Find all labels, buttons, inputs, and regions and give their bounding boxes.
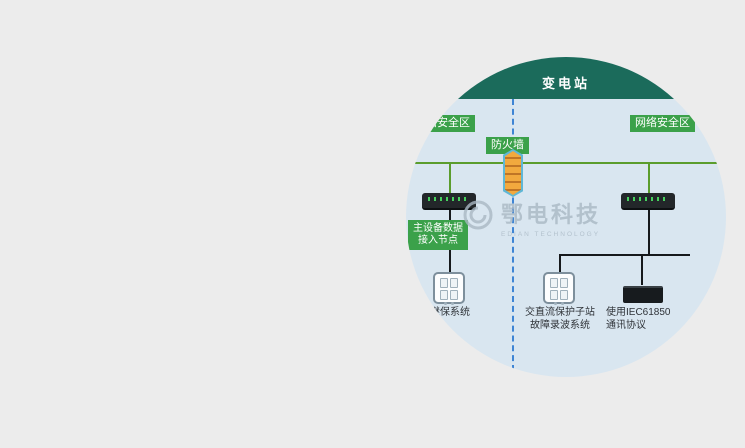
access-node-line2: 接入节点 <box>418 235 458 246</box>
cable-right-bus <box>559 254 690 256</box>
substation-diagram-inset: 变电站 网络安全区 网络安全区 防火墙 主设备数据 接入节点 <box>406 57 726 377</box>
label-middle-line1: 交直流保护子站 <box>525 307 595 318</box>
switch-right-leds <box>627 197 669 201</box>
cable-recorder-drop <box>641 254 643 285</box>
uplink-line-right <box>648 162 650 194</box>
substation-header-band: 变电站 <box>406 57 726 99</box>
relay-left-dots <box>435 302 463 305</box>
security-boundary-dashed-line <box>512 99 514 371</box>
relay-middle-dots <box>545 302 573 305</box>
switch-left-leds <box>428 197 470 201</box>
relay-device-middle <box>543 272 575 305</box>
data-access-node-badge: 主设备数据 接入节点 <box>408 220 468 250</box>
cable-right-drop <box>648 208 650 255</box>
firewall-icon <box>503 149 523 197</box>
access-node-line1: 主设备数据 <box>413 223 463 234</box>
watermark-name: 鄂电科技 <box>501 202 602 227</box>
relay-left-panel <box>440 278 458 300</box>
switch-right <box>621 193 675 210</box>
cable-middle-device-drop <box>559 254 561 272</box>
zone-badge-right: 网络安全区 <box>630 115 695 132</box>
recorder-device <box>623 286 663 303</box>
label-middle-device: 交直流保护子站 故障录波系统 <box>510 306 610 332</box>
firewall-bricks <box>505 151 521 195</box>
substation-title: 变电站 <box>541 76 590 91</box>
firewall-label: 防火墙 <box>486 137 529 154</box>
watermark-subtitle: EDIAN TECHNOLOGY <box>501 231 601 238</box>
label-middle-line2: 故障录波系统 <box>530 320 590 331</box>
relay-middle-panel <box>550 278 568 300</box>
label-left-device: 继保系统 <box>430 307 470 318</box>
zone-badge-left: 网络安全区 <box>410 115 475 132</box>
network-bus-line <box>406 162 726 164</box>
uplink-line-left <box>449 162 451 194</box>
watermark: 鄂电科技 EDIAN TECHNOLOGY <box>462 197 601 238</box>
label-right-line1: 使用IEC61850 <box>606 307 671 318</box>
relay-device-left <box>433 272 465 305</box>
label-right-line2: 通讯协议 <box>606 320 646 331</box>
switch-left <box>422 193 476 210</box>
label-right-device: 使用IEC61850 通讯协议 <box>606 306 716 332</box>
